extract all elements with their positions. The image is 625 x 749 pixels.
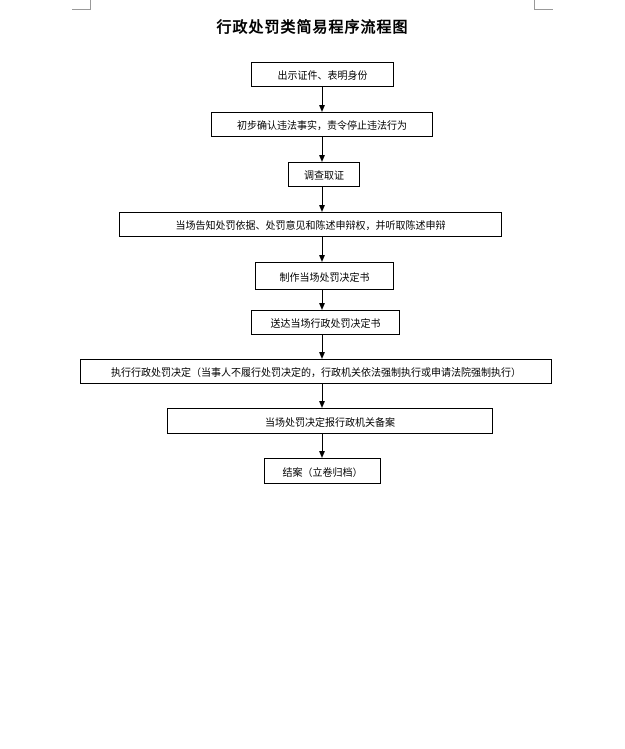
- crop-mark-right-horizontal: [534, 9, 553, 10]
- connector-line: [322, 290, 323, 303]
- crop-mark-right-vertical: [534, 0, 535, 9]
- arrow-head: [319, 451, 325, 458]
- step-investigate: 调查取证: [288, 162, 360, 187]
- arrow-head: [319, 255, 325, 262]
- connector-line: [322, 335, 323, 352]
- arrow-head: [319, 401, 325, 408]
- step-deliver-decision: 送达当场行政处罚决定书: [251, 310, 400, 335]
- arrow-head: [319, 303, 325, 310]
- crop-mark-left-vertical: [90, 0, 91, 9]
- connector-line: [322, 237, 323, 255]
- connector-line: [322, 434, 323, 451]
- connector-line: [322, 87, 323, 105]
- step-show-credentials: 出示证件、表明身份: [251, 62, 394, 87]
- crop-mark-left-horizontal: [72, 9, 91, 10]
- arrow-head: [319, 105, 325, 112]
- connector-line: [322, 384, 323, 401]
- arrow-head: [319, 155, 325, 162]
- flowchart-title: 行政处罚类简易程序流程图: [216, 18, 409, 36]
- connector-line: [322, 187, 323, 205]
- connector-line: [322, 137, 323, 155]
- step-make-decision: 制作当场处罚决定书: [255, 262, 394, 290]
- step-file-record: 当场处罚决定报行政机关备案: [167, 408, 493, 434]
- arrow-head: [319, 352, 325, 359]
- step-notify-and-hear: 当场告知处罚依据、处罚意见和陈述申辩权，并听取陈述申辩: [119, 212, 502, 237]
- step-close-case: 结案（立卷归档）: [264, 458, 381, 484]
- arrow-head: [319, 205, 325, 212]
- step-confirm-violation: 初步确认违法事实，责令停止违法行为: [211, 112, 433, 137]
- step-execute-decision: 执行行政处罚决定（当事人不履行处罚决定的，行政机关依法强制执行或申请法院强制执行…: [80, 359, 552, 384]
